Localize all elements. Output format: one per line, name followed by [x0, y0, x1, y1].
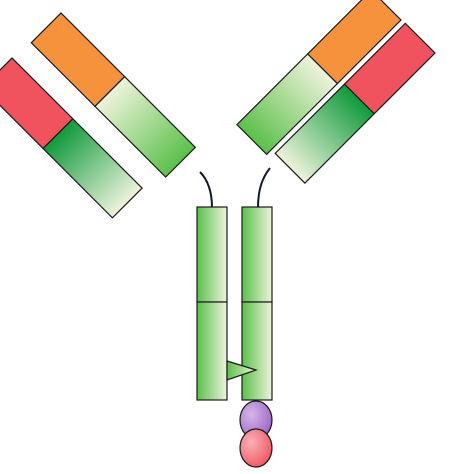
left-hinge-linker: [200, 172, 212, 208]
right-hinge-linker: [258, 168, 270, 208]
stem-left: [197, 207, 227, 400]
stem-left-lower-domain: [197, 302, 227, 400]
pink-glycan: [240, 429, 272, 467]
stem-right-upper-domain: [242, 207, 272, 302]
stem-left-upper-domain: [197, 207, 227, 302]
stem-right-lower-domain: [242, 302, 272, 400]
